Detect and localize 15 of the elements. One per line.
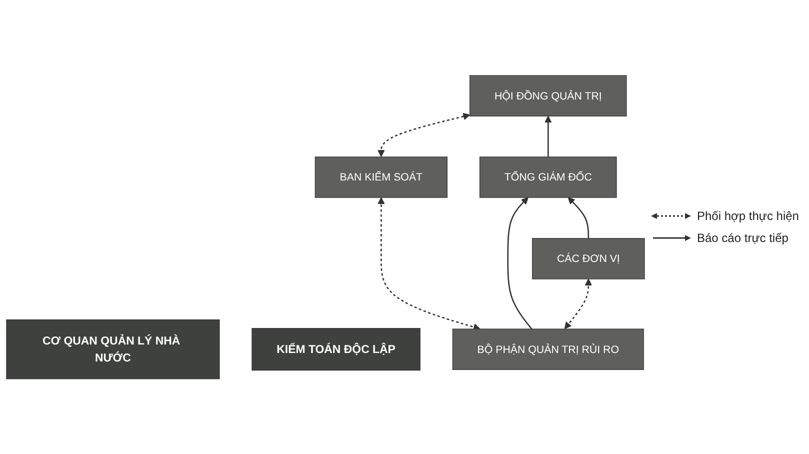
arrow [544, 116, 552, 157]
arrow [564, 278, 592, 329]
node-box: CÁC ĐƠN VỊ [532, 238, 645, 280]
arrow [507, 197, 532, 330]
legend-text: Báo cáo trực tiếp [697, 231, 788, 245]
legend-text: Phối hợp thực hiện [697, 209, 799, 223]
node-box: TỔNG GIÁM ĐỐC [479, 156, 617, 198]
node-box: BAN KIỂM SOÁT [314, 156, 448, 198]
arrow [378, 197, 480, 330]
arrow [378, 112, 470, 157]
node-box: CƠ QUAN QUẢN LÝ NHÀ NƯỚC [6, 319, 220, 380]
node-box: BỘ PHẬN QUẢN TRỊ RỦI RO [452, 328, 644, 370]
arrow [568, 197, 590, 238]
node-box: HỘI ĐỒNG QUẢN TRỊ [469, 74, 627, 116]
node-box: KIỂM TOÁN ĐỘC LẬP [252, 328, 420, 370]
